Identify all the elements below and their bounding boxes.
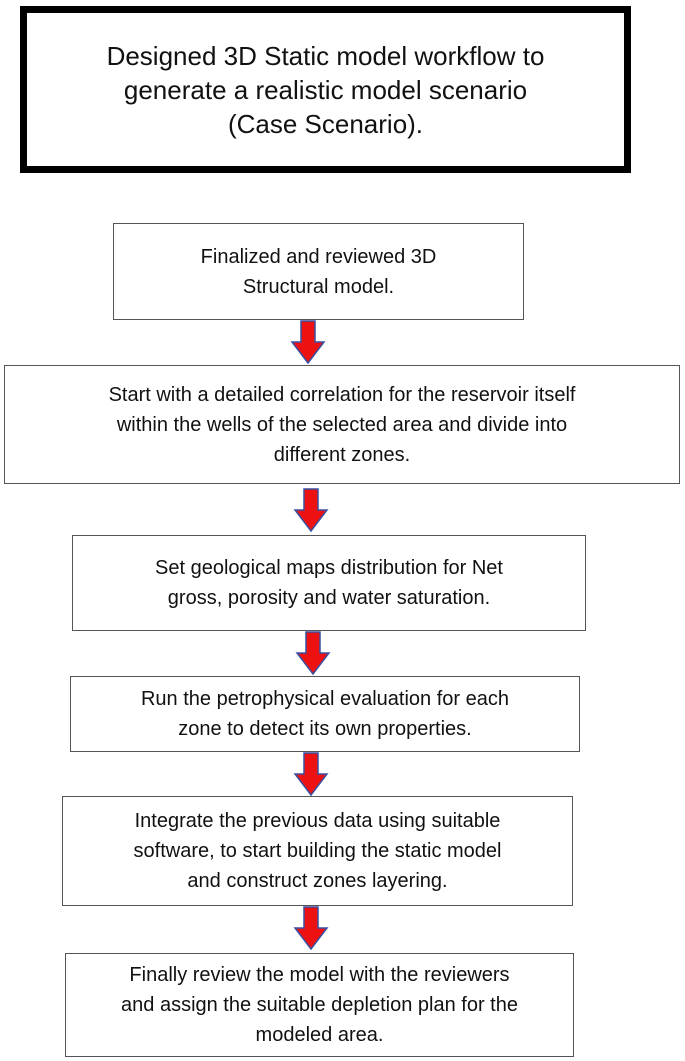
step-text: Integrate the previous data using suitab… <box>133 810 502 892</box>
step-box-geological-maps: Set geological maps distribution for Net… <box>72 535 586 631</box>
down-arrow-icon <box>295 631 331 676</box>
step-text: Finalized and reviewed 3D Structural mod… <box>200 245 437 298</box>
step-box-integrate-data: Integrate the previous data using suitab… <box>62 796 573 906</box>
arrow-shape <box>293 906 329 951</box>
down-arrow-icon <box>293 488 329 533</box>
down-arrow-icon <box>293 906 329 951</box>
step-text: Run the petrophysical evaluation for eac… <box>140 688 509 740</box>
arrow-shape <box>295 631 331 676</box>
step-text: Start with a detailed correlation for th… <box>108 383 576 466</box>
arrow-shape <box>293 752 329 797</box>
workflow-title-box: Designed 3D Static model workflow to gen… <box>20 6 631 173</box>
step-box-correlation: Start with a detailed correlation for th… <box>4 365 680 484</box>
arrow-shape <box>293 488 329 533</box>
down-arrow-icon <box>293 752 329 797</box>
step-text: Finally review the model with the review… <box>121 964 518 1046</box>
step-box-petrophysical-evaluation: Run the petrophysical evaluation for eac… <box>70 676 580 752</box>
step-box-structural-model: Finalized and reviewed 3D Structural mod… <box>113 223 524 320</box>
workflow-title: Designed 3D Static model workflow to gen… <box>106 40 545 139</box>
step-text: Set geological maps distribution for Net… <box>155 557 503 609</box>
down-arrow-icon <box>290 320 326 365</box>
arrow-shape <box>290 320 326 365</box>
step-box-final-review: Finally review the model with the review… <box>65 953 574 1057</box>
